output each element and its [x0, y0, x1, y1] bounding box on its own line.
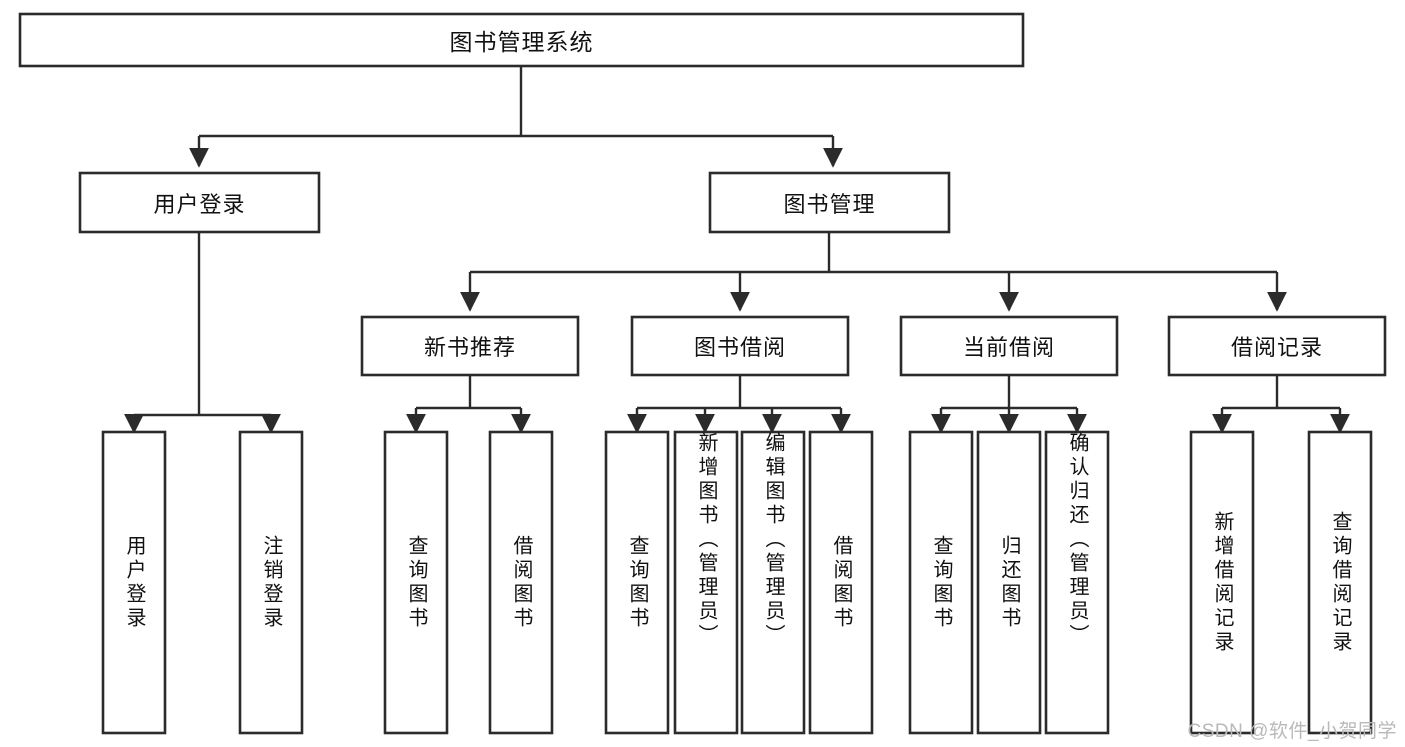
node-book-borrow-box[interactable] [630, 315, 850, 377]
leaf-box-query-book-1[interactable] [383, 430, 449, 735]
leaf-box-confirm-return-admin[interactable] [1044, 430, 1110, 735]
connector-borrowrecord-to-leaves [1212, 375, 1350, 434]
node-current-borrow-box[interactable] [899, 315, 1119, 377]
leaf-box-borrow-book-2[interactable] [808, 430, 874, 735]
node-new-book-recommend-box[interactable] [360, 315, 580, 377]
leaf-box-user-login[interactable] [101, 430, 167, 735]
node-user-login-box[interactable] [78, 171, 321, 234]
connector-bookborrow-to-leaves [627, 375, 851, 434]
leaf-box-return-book[interactable] [976, 430, 1042, 735]
node-borrow-record-box[interactable] [1167, 315, 1387, 377]
connector-currentborrow-to-leaves [931, 375, 1087, 434]
leaf-box-add-borrow-record[interactable] [1189, 430, 1255, 735]
leaf-box-add-book-admin[interactable] [673, 430, 739, 735]
connector-newbook-to-leaves [406, 375, 531, 434]
leaf-box-logout[interactable] [238, 430, 304, 735]
leaf-box-query-book-3[interactable] [908, 430, 974, 735]
leaf-box-edit-book-admin[interactable] [740, 430, 806, 735]
connector-root-to-level2 [189, 66, 843, 168]
connector-userlogin-to-leaves [124, 232, 281, 434]
node-book-management-box[interactable] [708, 171, 951, 234]
leaf-box-query-borrow-record[interactable] [1307, 430, 1373, 735]
node-root-box[interactable] [18, 12, 1025, 68]
watermark: CSDN @软件_小贺同学 [1187, 721, 1397, 742]
connector-bookmgmt-to-level3 [460, 232, 1287, 312]
leaf-box-query-book-2[interactable] [604, 430, 670, 735]
leaf-box-borrow-book-1[interactable] [488, 430, 554, 735]
